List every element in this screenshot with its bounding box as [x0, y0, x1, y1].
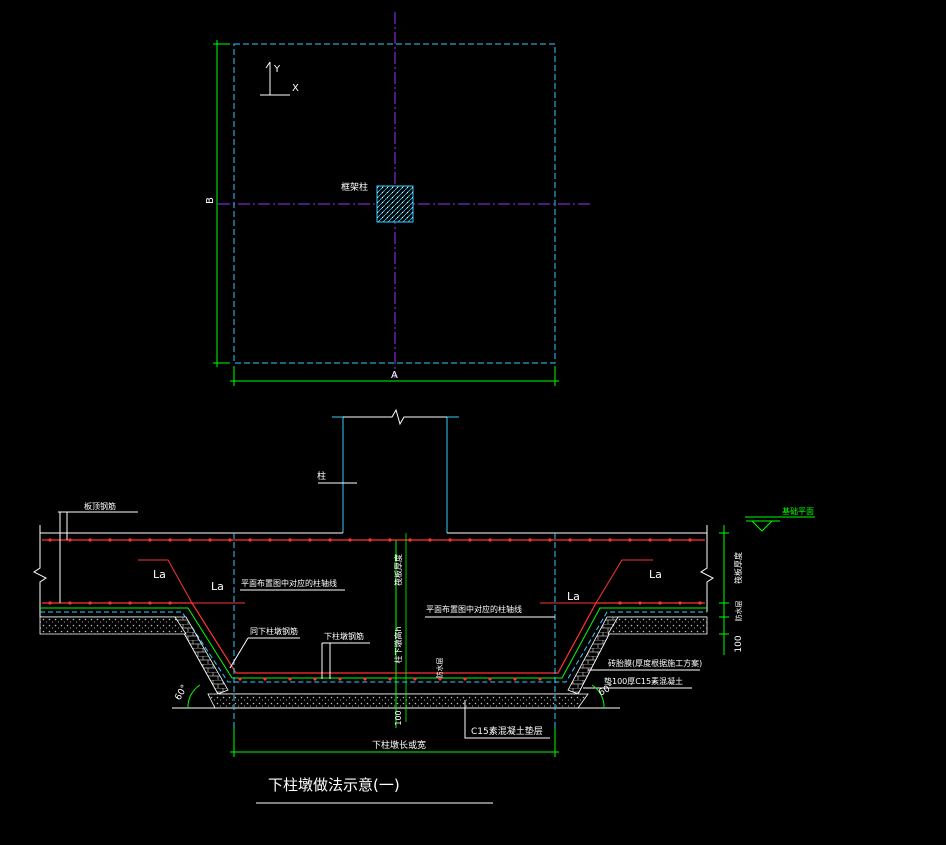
axis-note-left: 平面布置图中对应的柱轴线 — [241, 578, 337, 588]
frame-column-label: 框架柱 — [341, 181, 368, 193]
brick-note: 砖胎膜(厚度根据施工方案) — [608, 658, 702, 668]
dim-100-right: 100 — [734, 635, 744, 652]
bottom-width-label: 下柱墩长或宽 — [372, 739, 426, 751]
drawing-title: 下柱墩做法示意(一) — [268, 776, 400, 794]
bottom-rebar-line — [42, 602, 705, 674]
brick-mould-left — [174, 616, 229, 695]
la-left-rebar — [138, 559, 193, 604]
plan-view: 框架柱 Y X B A — [205, 12, 592, 386]
slab-break-right — [700, 525, 714, 612]
section-view: 柱 — [33, 408, 815, 804]
cushion-left — [39, 616, 187, 635]
elevation-mark — [751, 520, 774, 532]
cap-height: 柱下墩高h — [393, 626, 403, 663]
thickness-vertical: 筏板厚度 — [393, 554, 403, 586]
dim-a-label: A — [391, 370, 398, 381]
dim-100-mid: 100 — [394, 710, 403, 725]
ucs-x-label: X — [292, 83, 299, 94]
bottom-rebar-dots — [48, 601, 702, 681]
waterproof-small: 防水层 — [435, 658, 444, 679]
top-rebar-label: 板顶钢筋 — [84, 501, 116, 511]
break-line — [343, 408, 447, 426]
cushion-right — [607, 616, 708, 635]
ucs-icon — [260, 61, 290, 96]
top-rebar-dots — [48, 538, 692, 542]
axis-note-right: 平面布置图中对应的柱轴线 — [426, 604, 522, 614]
c15-note: 垫100厚C15素混凝土 — [604, 676, 683, 686]
cushion-note: C15素混凝土垫层 — [471, 725, 543, 737]
slab-break-left — [33, 525, 47, 617]
thickness-right: 筏板厚度 — [733, 552, 743, 584]
la-right-1: La — [649, 568, 662, 581]
elevation-label: 基础平面 — [782, 506, 814, 516]
angle-arc-right — [591, 684, 605, 709]
la-right-2: La — [567, 590, 580, 603]
waterproof-right: 防水层 — [734, 601, 743, 622]
cushion-bottom — [207, 693, 589, 709]
dim-b-label: B — [205, 197, 216, 204]
cap-rebar-a: 同下柱墩钢筋 — [250, 626, 298, 636]
column-outline — [332, 416, 344, 533]
cap-rebar-b: 下柱墩钢筋 — [324, 631, 364, 641]
la-right-rebar — [595, 559, 653, 604]
ucs-y-label: Y — [273, 64, 281, 75]
angle-left: 60° — [174, 683, 191, 702]
la-left-1: La — [153, 568, 166, 581]
column-label: 柱 — [317, 470, 326, 482]
frame-column-plan — [376, 185, 414, 223]
la-left-2: La — [211, 580, 224, 593]
angle-arc-left — [187, 684, 201, 709]
